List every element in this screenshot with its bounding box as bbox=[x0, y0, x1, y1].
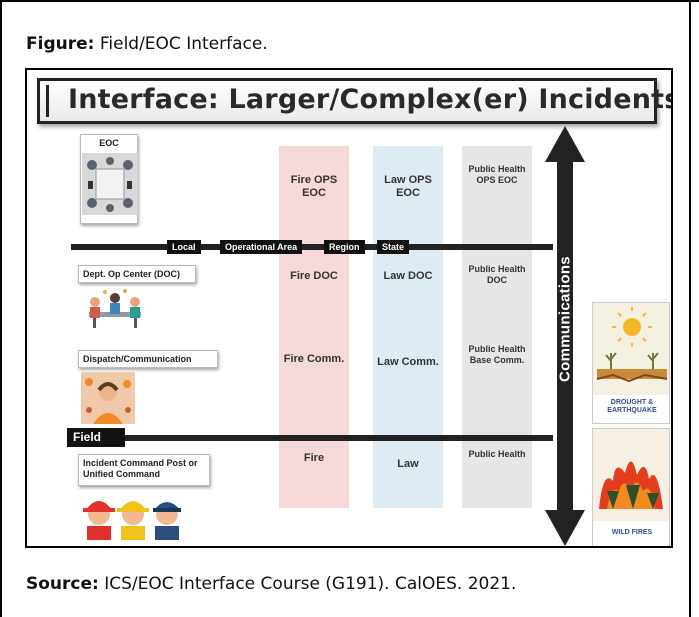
responders-icon bbox=[83, 501, 181, 540]
law-eoc-cell: Law OPS EOC bbox=[384, 174, 432, 199]
figure-caption: Figure: Field/EOC Interface. bbox=[26, 34, 268, 54]
drought-earthquake-card: DROUGHT & EARTHQUAKE bbox=[592, 302, 670, 424]
public-health-column: Public Health OPS EOC Public Health DOC … bbox=[462, 146, 532, 508]
eoc-label: EOC bbox=[80, 134, 138, 224]
source-caption: Source: ICS/EOC Interface Course (G191).… bbox=[26, 574, 516, 594]
source-text: ICS/EOC Interface Course (G191). CalOES.… bbox=[104, 574, 517, 594]
level-tag-operational-area: Operational Area bbox=[220, 240, 303, 254]
frame-line-left bbox=[0, 0, 2, 617]
drought-earthquake-caption: DROUGHT & EARTHQUAKE bbox=[607, 399, 657, 414]
law-comm-cell: Law Comm. bbox=[377, 356, 439, 368]
drought-earthquake-illustration bbox=[593, 303, 669, 395]
wild-fires-card: WILD FIRES bbox=[592, 428, 670, 546]
doc-label: Dept. Op Center (DOC) bbox=[78, 265, 196, 283]
title-banner: Interface: Larger/Complex(er) Incidents bbox=[37, 78, 671, 124]
law-column: Law OPS EOC Law DOC Law Comm. Law bbox=[373, 146, 443, 508]
field-tag: Field bbox=[67, 428, 125, 447]
public-health-eoc-cell: Public Health OPS EOC bbox=[468, 164, 526, 185]
field-divider-line bbox=[71, 435, 553, 441]
public-health-doc-cell: Public Health DOC bbox=[468, 264, 526, 285]
frame-line-top bbox=[0, 0, 699, 2]
fire-field-cell: Fire bbox=[303, 452, 325, 464]
frame-line-right bbox=[689, 0, 691, 617]
law-field-cell: Law bbox=[397, 458, 419, 470]
eoc-room-icon bbox=[82, 153, 138, 215]
communications-label: Communications bbox=[556, 256, 574, 382]
dispatch-operator-icon bbox=[81, 372, 135, 424]
fire-comm-cell: Fire Comm. bbox=[283, 353, 345, 365]
fire-column: Fire OPS EOC Fire DOC Fire Comm. Fire bbox=[279, 146, 349, 508]
public-health-comm-cell: Public Health Base Comm. bbox=[468, 344, 526, 365]
figure-label: Figure: bbox=[26, 34, 95, 54]
wild-fires-illustration bbox=[593, 429, 669, 521]
public-health-field-cell: Public Health bbox=[468, 449, 526, 459]
figure-title: Field/EOC Interface. bbox=[99, 34, 268, 54]
icp-label: Incident Command Post or Unified Command bbox=[78, 454, 210, 486]
dispatch-label: Dispatch/Communication bbox=[78, 350, 218, 368]
source-label: Source: bbox=[26, 574, 99, 594]
communications-arrow-shape bbox=[545, 126, 585, 546]
figure-image: Interface: Larger/Complex(er) Incidents … bbox=[25, 68, 673, 548]
level-tag-region: Region bbox=[324, 240, 365, 254]
title-tick bbox=[46, 85, 49, 117]
diagram-title: Interface: Larger/Complex(er) Incidents bbox=[68, 84, 673, 115]
fire-eoc-cell: Fire OPS EOC bbox=[290, 174, 338, 199]
level-divider-line bbox=[71, 244, 553, 250]
fire-doc-cell: Fire DOC bbox=[290, 270, 338, 282]
eoc-label-text: EOC bbox=[99, 138, 119, 148]
communications-arrow bbox=[545, 126, 585, 546]
law-doc-cell: Law DOC bbox=[383, 270, 433, 282]
level-tag-state: State bbox=[377, 240, 410, 254]
wild-fires-caption: WILD FIRES bbox=[611, 529, 653, 536]
doc-team-icon bbox=[89, 289, 141, 328]
level-tag-local: Local bbox=[167, 240, 201, 254]
